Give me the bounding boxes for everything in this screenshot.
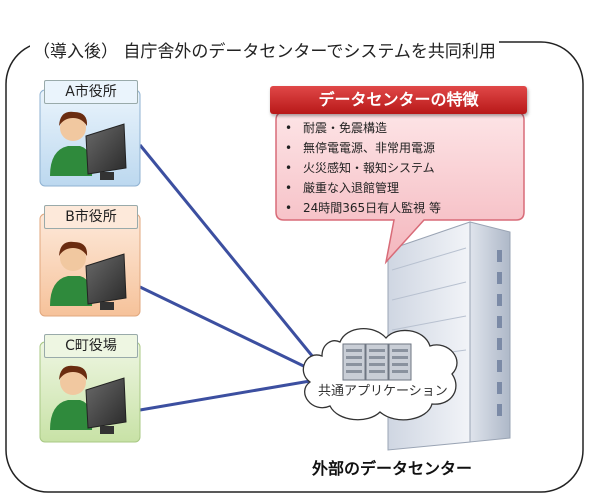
feature-text: 耐震・免震構造 — [303, 121, 388, 135]
bullet: • — [285, 121, 293, 135]
connection-line-b — [139, 285, 317, 374]
connection-lines — [138, 144, 324, 412]
features-list: • 耐震・免震構造 • 無停電電源、非常用電源 • 火災感知・報知システム • 厳重な入… — [285, 118, 441, 218]
diagram-title: （導入後） 自庁舎外のデータセンターでシステムを共同利用 — [30, 37, 499, 62]
feature-text: 無停電電源、非常用電源 — [303, 141, 436, 155]
datacenter-label: 外部のデータセンター — [312, 459, 473, 478]
bullet: • — [285, 141, 293, 155]
feature-item: • 無停電電源、非常用電源 — [285, 138, 441, 158]
user-pc-icon-c — [50, 365, 127, 434]
user-pc-icon-b — [50, 241, 127, 310]
bullet: • — [285, 181, 293, 195]
bullet: • — [285, 161, 293, 175]
bullet: • — [285, 201, 293, 215]
connection-line-a — [138, 144, 324, 369]
feature-item: • 火災感知・報知システム — [285, 158, 441, 178]
features-header: データセンターの特徴 — [270, 86, 527, 114]
feature-text: 厳重な入退館管理 — [303, 181, 400, 195]
cloud-label: 共通アプリケーション — [318, 384, 448, 399]
feature-item: • 24時間365日有人監視 等 — [285, 198, 441, 218]
connection-line-c — [139, 378, 317, 412]
feature-item: • 耐震・免震構造 — [285, 118, 441, 138]
feature-text: 火災感知・報知システム — [303, 161, 435, 175]
municipality-label-c: C町役場 — [44, 334, 138, 358]
municipality-label-a: A市役所 — [44, 80, 138, 104]
features-callout — [275, 111, 525, 265]
user-pc-icon-a — [50, 111, 127, 180]
server-racks — [342, 343, 412, 381]
feature-text: 24時間365日有人監視 等 — [303, 201, 441, 215]
municipality-label-b: B市役所 — [44, 205, 138, 229]
feature-item: • 厳重な入退館管理 — [285, 178, 441, 198]
